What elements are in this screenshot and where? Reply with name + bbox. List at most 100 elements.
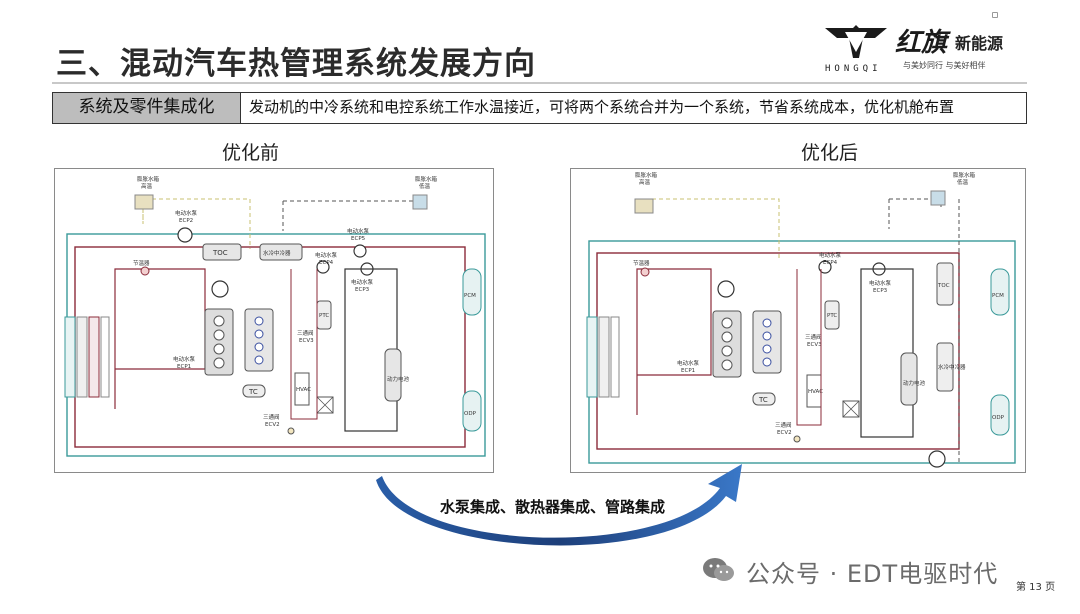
degas-line-high <box>142 198 251 249</box>
hvac-box <box>294 372 310 406</box>
tank-hot-icon <box>634 198 654 214</box>
motor-block <box>244 308 274 372</box>
hvac-label: HVAC <box>808 389 823 395</box>
toc-label: TOC <box>937 283 950 289</box>
intercooler-label: 水冷中冷器 <box>263 249 291 257</box>
intercooler-label: 水冷中冷器 <box>938 363 966 371</box>
tank-hot-label-1: 膨胀水箱 <box>137 175 160 183</box>
thermostat-icon <box>140 266 150 276</box>
ecv2-label-2: ECV2 <box>777 430 792 436</box>
caption-after: 优化后 <box>801 142 859 164</box>
ecv3-label-2: ECV3 <box>299 338 314 344</box>
caption-before: 优化前 <box>222 142 280 164</box>
logo-script: 红旗 <box>895 28 948 58</box>
ecp5-label-1: 电动水泵 <box>347 227 370 235</box>
hongqi-emblem-icon <box>825 25 887 58</box>
toc-box <box>202 243 242 261</box>
tank-hot-label-2: 高温 <box>141 182 153 190</box>
pump-ecp2-icon <box>177 227 193 243</box>
pcm-box <box>462 268 482 316</box>
intercooler-box <box>259 243 303 261</box>
ptc-box <box>824 300 840 330</box>
pcm-box <box>990 268 1010 316</box>
engine-loop <box>114 268 206 409</box>
section-description: 发动机的中冷系统和电控系统工作水温接近，可将两个系统合并为一个系统，节省系统成本… <box>249 98 955 116</box>
tc-label: TC <box>248 388 258 396</box>
logo-brand: 新能源 <box>955 34 1004 53</box>
thermostat-icon <box>640 267 650 277</box>
battery-label: 动力电池 <box>387 375 410 383</box>
ecp4-label-1: 电动水泵 <box>819 251 842 259</box>
battery-label: 动力电池 <box>903 379 926 387</box>
pump-ecp4-icon <box>818 260 832 274</box>
odp-box <box>462 390 482 432</box>
logo-wordmark: HONGQI <box>825 64 882 74</box>
odp-box <box>990 394 1010 436</box>
valve-ecv2-icon <box>793 435 801 443</box>
tank-hot-icon <box>134 194 154 210</box>
ecp5-label-2: ECP5 <box>351 236 366 242</box>
engine-block <box>204 308 234 376</box>
hongqi-logo: HONGQI 红旗 新能源 与美妙同行 与美好相伴 <box>823 20 1033 80</box>
intercooler-box <box>936 342 954 392</box>
valve-ecv2-icon <box>287 427 295 435</box>
ptc-label: PTC <box>827 313 837 319</box>
degas-line-high <box>642 198 780 259</box>
engine-loop <box>636 268 712 415</box>
tank-low-icon <box>930 190 946 206</box>
diagram-before: 膨胀水箱 高温 膨胀水箱 低温 电动水泵 ECP2 TOC 水冷中冷器 电动水泵… <box>54 168 494 473</box>
section-bar: 系统及零件集成化 发动机的中冷系统和电控系统工作水温接近，可将两个系统合并为一个… <box>52 92 1027 124</box>
watermark: 公众号 · EDT电驱时代 <box>706 554 998 589</box>
toc-box <box>936 262 954 306</box>
fan <box>100 316 110 398</box>
tc-label: TC <box>758 396 768 404</box>
ecp3-label-2: ECP3 <box>873 288 888 294</box>
battery-box <box>384 348 402 402</box>
corner-mark <box>992 12 998 18</box>
integration-summary: 水泵集成、散热器集成、管路集成 <box>440 498 666 516</box>
pump-ecp5-icon <box>353 244 367 258</box>
ecp3-label-2: ECP3 <box>355 287 370 293</box>
ecv2-label-1: 三通阀 <box>775 421 792 429</box>
wechat-icon <box>703 558 734 581</box>
slide-title: 三、混动汽车热管理系统发展方向 <box>56 46 536 82</box>
degas-line-low <box>888 198 960 463</box>
diagram-before-svg: 膨胀水箱 高温 膨胀水箱 低温 电动水泵 ECP2 TOC 水冷中冷器 电动水泵… <box>64 175 486 457</box>
pcm-label: PCM <box>464 293 476 299</box>
ecp4-label-2: ECP4 <box>319 260 334 266</box>
tc-box <box>752 392 776 406</box>
degas-line-low <box>282 200 421 231</box>
ecp4-label-1: 电动水泵 <box>315 251 338 259</box>
ecv2-label-1: 三通阀 <box>263 413 280 421</box>
ecp4-label-2: ECP4 <box>823 260 838 266</box>
title-divider <box>52 82 1027 84</box>
pump-ecp1-icon <box>211 280 229 298</box>
ecv3-label-1: 三通阀 <box>805 333 822 341</box>
engine-block <box>712 310 742 378</box>
logo-slogan: 与美妙同行 与美好相伴 <box>903 61 986 70</box>
ecp1-label-2: ECP1 <box>681 368 695 374</box>
watermark-text: 公众号 · EDT电驱时代 <box>746 560 999 588</box>
tank-hot-label-2: 高温 <box>639 178 651 186</box>
thermostat-label: 节温器 <box>633 259 650 267</box>
tank-low-label-1: 膨胀水箱 <box>953 171 976 179</box>
section-tag: 系统及零件集成化 <box>53 93 241 123</box>
ptc-label: PTC <box>319 313 329 319</box>
tc-box <box>242 384 266 398</box>
ecp3-label-1: 电动水泵 <box>869 279 892 287</box>
motor-block <box>752 310 782 374</box>
ecv2-label-2: ECV2 <box>265 422 280 428</box>
radiator-ht <box>88 316 100 398</box>
thermostat-label: 节温器 <box>133 259 150 267</box>
tank-low-label-1: 膨胀水箱 <box>415 175 438 183</box>
battery-box <box>900 352 918 406</box>
hvac-label: HVAC <box>296 387 311 393</box>
heater-loop <box>290 269 318 420</box>
radiator-lt <box>64 316 76 398</box>
pump-ecp4-icon <box>316 260 330 274</box>
pump-integrated-icon <box>928 450 946 468</box>
toc-label: TOC <box>212 249 228 257</box>
radiator-mid <box>76 316 88 398</box>
heater-loop <box>796 269 822 426</box>
tank-hot-label-1: 膨胀水箱 <box>635 171 658 179</box>
